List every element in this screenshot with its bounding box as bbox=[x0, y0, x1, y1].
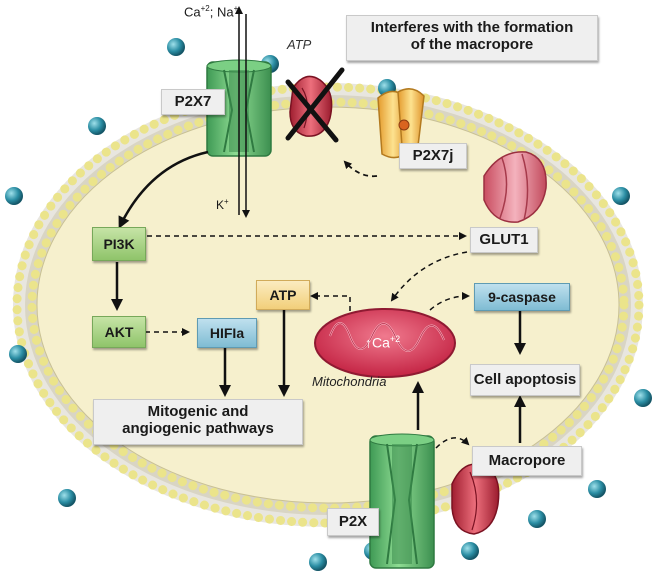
mitochondria-icon bbox=[314, 308, 456, 378]
mito-to-caspase-arrow bbox=[429, 292, 470, 311]
block-cross-icon bbox=[285, 67, 345, 143]
hif-box: HIFIa bbox=[197, 318, 257, 348]
glut1-to-mito-arrow bbox=[390, 251, 468, 302]
p2x7j-label: P2X7j bbox=[399, 143, 467, 169]
p2x7-to-pi3k-arrow bbox=[118, 150, 209, 229]
atp-top-label: ATP bbox=[287, 37, 312, 52]
mitochondria-label: Mitochondria bbox=[312, 374, 387, 389]
mitogenic-line-2: angiogenic pathways bbox=[122, 420, 274, 438]
mito-to-atp-arrow bbox=[310, 292, 351, 311]
pi3k-box: PI3K bbox=[92, 227, 146, 261]
akt-box: AKT bbox=[92, 316, 146, 348]
pathway-arrows bbox=[111, 150, 526, 449]
p2x-channel-icon bbox=[369, 433, 435, 569]
mitogenic-box: Mitogenic and angiogenic pathways bbox=[93, 399, 303, 445]
atp-box: ATP bbox=[256, 280, 310, 310]
mito-calcium-label: ↑Ca+2 bbox=[365, 334, 401, 351]
interferes-note: Interferes with the formation of the mac… bbox=[346, 15, 598, 61]
glut1-label: GLUT1 bbox=[470, 227, 538, 253]
p2x-bottom-label: P2X bbox=[327, 508, 379, 536]
potassium-label: K+ bbox=[216, 197, 229, 212]
cell-apoptosis-box: Cell apoptosis bbox=[470, 364, 580, 396]
caspase-box: 9-caspase bbox=[474, 283, 570, 311]
ions-top-label: Ca+2; Na+ bbox=[184, 4, 239, 20]
p2x-to-macropore-arrow bbox=[435, 436, 470, 449]
macropore-label: Macropore bbox=[472, 446, 582, 476]
interferes-line-1: Interferes with the formation bbox=[370, 19, 574, 36]
mitogenic-line-1: Mitogenic and bbox=[147, 403, 249, 420]
glut1-transporter-icon bbox=[483, 151, 547, 223]
p2x7j-to-receptor-arrow bbox=[343, 160, 378, 178]
p2x7j-receptor-icon bbox=[377, 88, 425, 159]
interferes-line-2: of the macropore bbox=[410, 36, 534, 54]
p2x7-top-label: P2X7 bbox=[161, 89, 225, 115]
